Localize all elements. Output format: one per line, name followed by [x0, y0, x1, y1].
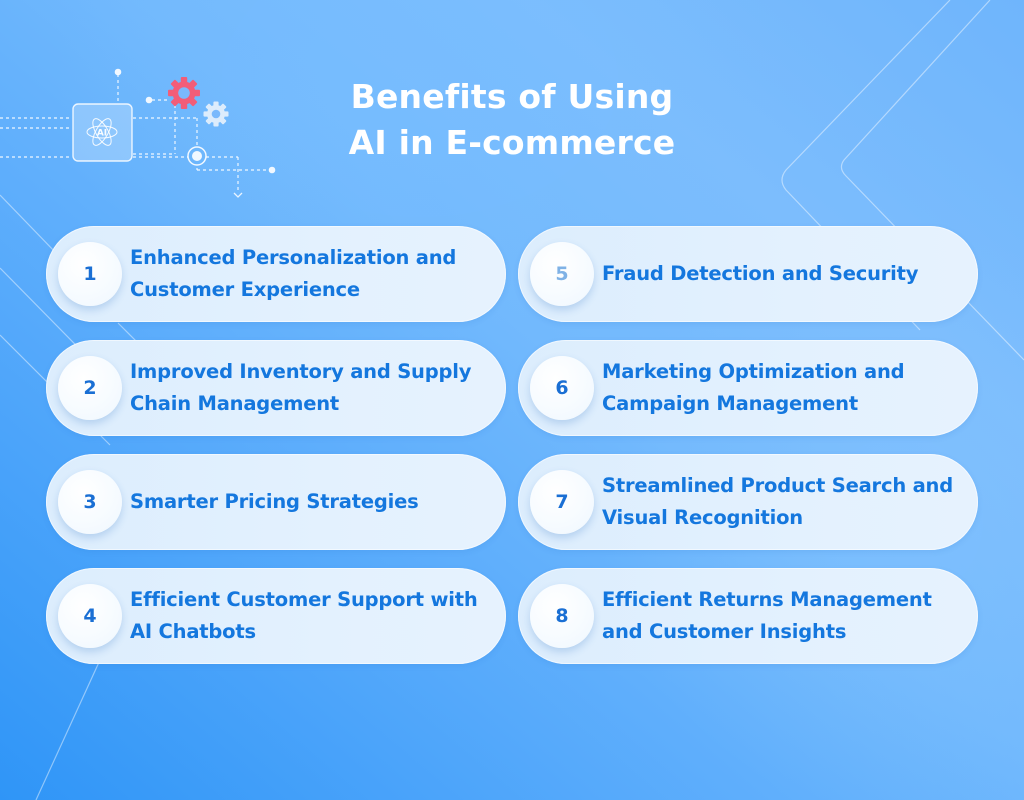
- benefit-card-2: 2 Improved Inventory and Supply Chain Ma…: [46, 340, 506, 436]
- ai-circuit-illustration: AI: [0, 68, 276, 198]
- number-badge: 1: [58, 242, 122, 306]
- benefit-card-3: 3 Smarter Pricing Strategies: [46, 454, 506, 550]
- number-badge: 2: [58, 356, 122, 420]
- number-badge: 4: [58, 584, 122, 648]
- benefit-card-4: 4 Efficient Customer Support with AI Cha…: [46, 568, 506, 664]
- benefit-card-5: 5 Fraud Detection and Security: [518, 226, 978, 322]
- benefit-label: Marketing Optimization and Campaign Mana…: [602, 360, 905, 415]
- benefit-label: Streamlined Product Search and Visual Re…: [602, 474, 953, 529]
- number-badge: 3: [58, 470, 122, 534]
- svg-text:AI: AI: [97, 129, 107, 139]
- title-line-2: AI in E-commerce: [348, 123, 676, 162]
- benefit-label: Efficient Returns Management and Custome…: [602, 588, 932, 643]
- benefit-label: Improved Inventory and Supply Chain Mana…: [130, 360, 472, 415]
- benefit-label: Smarter Pricing Strategies: [130, 490, 419, 513]
- benefit-card-6: 6 Marketing Optimization and Campaign Ma…: [518, 340, 978, 436]
- number-badge: 6: [530, 356, 594, 420]
- benefit-label: Fraud Detection and Security: [602, 262, 919, 285]
- number-badge: 5: [530, 242, 594, 306]
- benefit-card-1: 1 Enhanced Personalization and Customer …: [46, 226, 506, 322]
- number-badge: 8: [530, 584, 594, 648]
- title-line-1: Benefits of Using: [350, 77, 674, 116]
- benefit-label: Efficient Customer Support with AI Chatb…: [130, 588, 478, 643]
- page-title: Benefits of Using AI in E-commerce: [262, 74, 762, 166]
- benefit-card-7: 7 Streamlined Product Search and Visual …: [518, 454, 978, 550]
- number-badge: 7: [530, 470, 594, 534]
- benefit-label: Enhanced Personalization and Customer Ex…: [130, 246, 457, 301]
- benefit-card-8: 8 Efficient Returns Management and Custo…: [518, 568, 978, 664]
